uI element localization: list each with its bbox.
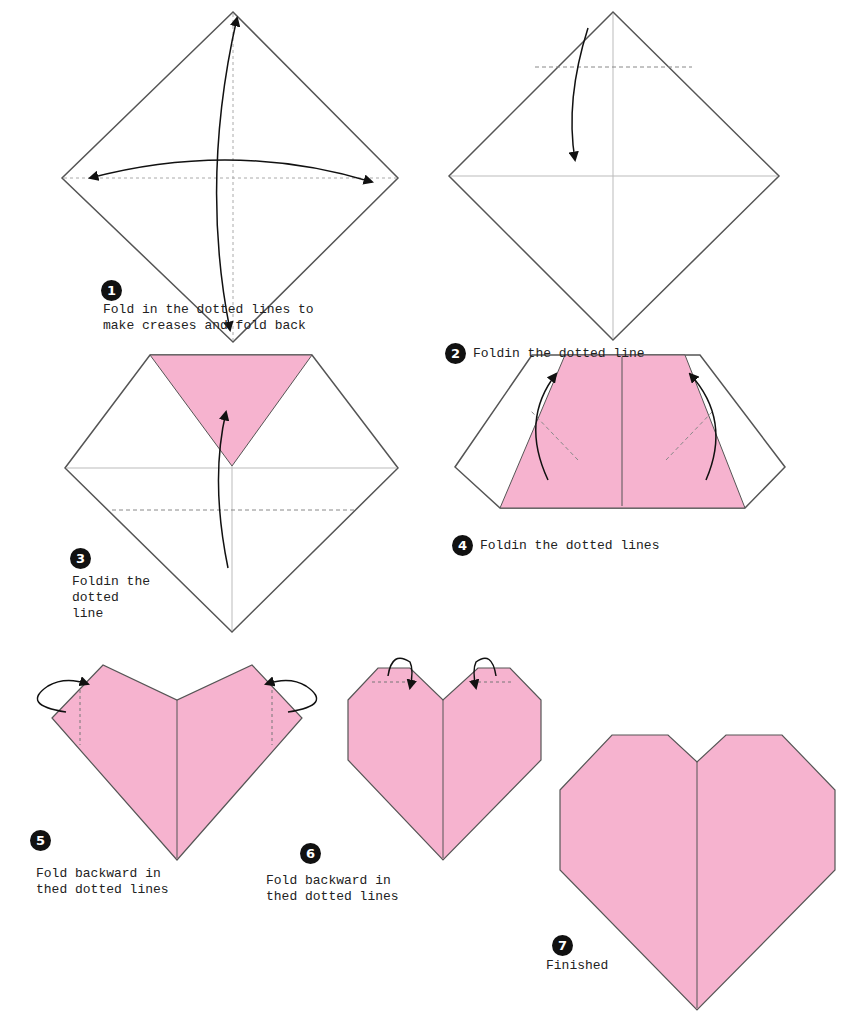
step-number: 5 xyxy=(30,830,51,851)
step-caption: Finished xyxy=(546,958,666,974)
step-number-text: 3 xyxy=(76,552,85,565)
step-number: 6 xyxy=(300,843,321,864)
step-caption: Foldin the dotted line xyxy=(72,574,156,622)
step-number: 4 xyxy=(452,535,473,556)
step-number-text: 5 xyxy=(36,834,45,847)
step-caption: Fold backward in thed dotted lines xyxy=(36,866,186,898)
step-number-text: 6 xyxy=(306,847,315,860)
step-number: 1 xyxy=(101,280,122,301)
step-number: 7 xyxy=(552,935,573,956)
step-caption: Fold backward in thed dotted lines xyxy=(266,873,416,905)
step-number-text: 1 xyxy=(107,284,116,297)
step-caption: Fold in the dotted lines to make creases… xyxy=(103,302,333,334)
step-number-text: 4 xyxy=(458,539,467,552)
step-number-text: 2 xyxy=(451,347,460,360)
step-caption: Foldin the dotted lines xyxy=(480,538,780,554)
step-number: 3 xyxy=(70,548,91,569)
step-number-text: 7 xyxy=(558,939,567,952)
step-caption: Foldin the dotted line xyxy=(473,346,773,362)
step-number: 2 xyxy=(445,343,466,364)
